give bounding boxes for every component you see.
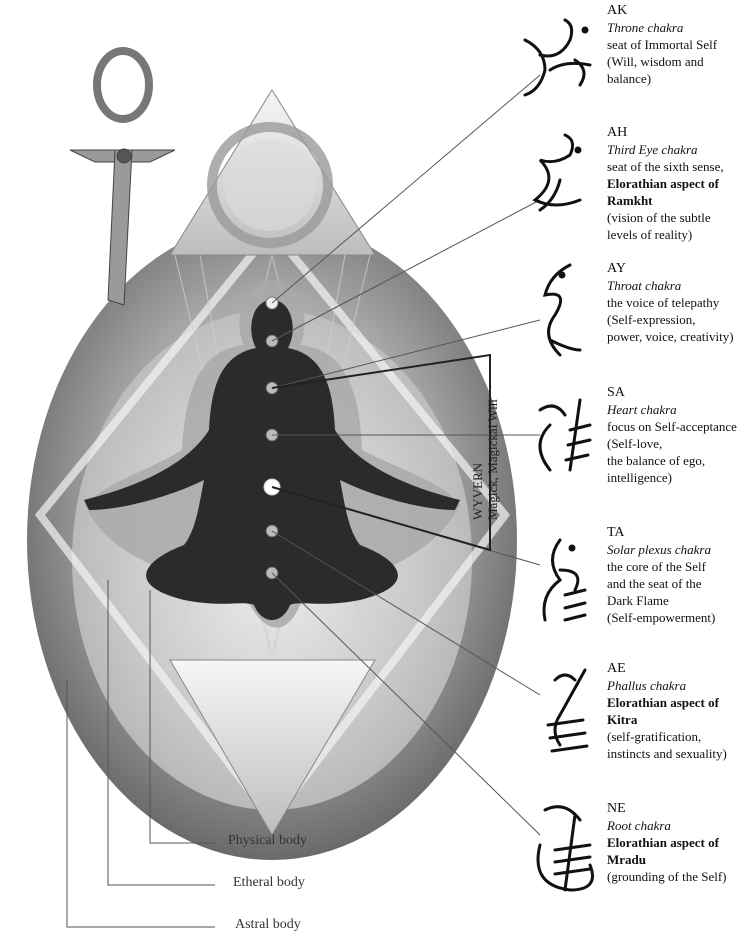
glyph-ak-icon bbox=[525, 20, 590, 95]
chakra-code: AH bbox=[607, 124, 750, 141]
chakra-ay: AY Throat chakra the voice of telepathy … bbox=[607, 260, 750, 345]
chakra-ae: AE Phallus chakra Elorathian aspect of K… bbox=[607, 660, 750, 762]
chakra-code: AE bbox=[607, 660, 750, 677]
chakra-desc: power, voice, creativity) bbox=[607, 328, 750, 345]
chakra-aspect: Elorathian aspect of bbox=[607, 175, 750, 192]
chakra-aspect: Mradu bbox=[607, 851, 750, 868]
chakra-name: Solar plexus chakra bbox=[607, 541, 750, 558]
chakra-desc: intelligence) bbox=[607, 469, 750, 486]
glyph-ta-icon bbox=[544, 540, 585, 620]
chakra-sa: SA Heart chakra focus on Self-acceptance… bbox=[607, 384, 750, 486]
chakra-desc: (vision of the subtle bbox=[607, 209, 750, 226]
chakra-code: SA bbox=[607, 384, 750, 401]
chakra-desc: Dark Flame bbox=[607, 592, 750, 609]
chakra-desc: (Self-empowerment) bbox=[607, 609, 750, 626]
etheral-body-label: Etheral body bbox=[233, 875, 305, 891]
chakra-ah: AH Third Eye chakra seat of the sixth se… bbox=[607, 124, 750, 243]
chakra-desc: (Self-expression, bbox=[607, 311, 750, 328]
glyph-ne-icon bbox=[538, 807, 593, 890]
chakra-desc: (grounding of the Self) bbox=[607, 868, 750, 885]
wyvern-subtitle: Magick, Magickal Will bbox=[485, 399, 500, 520]
astral-body-label: Astral body bbox=[235, 917, 301, 933]
chakra-code: TA bbox=[607, 524, 750, 541]
chakra-desc: instincts and sexuality) bbox=[607, 745, 750, 762]
chakra-desc: and the seat of the bbox=[607, 575, 750, 592]
chakra-aspect: Elorathian aspect of bbox=[607, 834, 750, 851]
chakra-desc: (Will, wisdom and bbox=[607, 53, 750, 70]
wyvern-title: WYVERN bbox=[470, 399, 485, 520]
chakra-aspect: Kitra bbox=[607, 711, 750, 728]
chakra-code: NE bbox=[607, 800, 750, 817]
chakra-desc: (Self-love, bbox=[607, 435, 750, 452]
chakra-desc: (self-gratification, bbox=[607, 728, 750, 745]
chakra-ta: TA Solar plexus chakra the core of the S… bbox=[607, 524, 750, 626]
chakra-aspect: Ramkht bbox=[607, 192, 750, 209]
glyph-ah-icon bbox=[535, 135, 580, 210]
chakra-desc: levels of reality) bbox=[607, 226, 750, 243]
glyph-ay-icon bbox=[545, 265, 580, 355]
chakra-name: Throat chakra bbox=[607, 277, 750, 294]
chakra-code: AY bbox=[607, 260, 750, 277]
chakra-desc: seat of the sixth sense, bbox=[607, 158, 750, 175]
chakra-desc: the balance of ego, bbox=[607, 452, 750, 469]
glyph-sa-icon bbox=[540, 400, 590, 470]
chakra-desc: seat of Immortal Self bbox=[607, 36, 750, 53]
chakra-name: Throne chakra bbox=[607, 19, 750, 36]
chakra-ne: NE Root chakra Elorathian aspect of Mrad… bbox=[607, 800, 750, 885]
chakra-desc: focus on Self-acceptance bbox=[607, 418, 750, 435]
chakra-desc: balance) bbox=[607, 70, 750, 87]
physical-body-label: Physical body bbox=[228, 833, 307, 849]
glyph-ae-icon bbox=[548, 670, 587, 751]
chakra-name: Third Eye chakra bbox=[607, 141, 750, 158]
chakra-name: Root chakra bbox=[607, 817, 750, 834]
chakra-aspect: Elorathian aspect of bbox=[607, 694, 750, 711]
chakra-name: Heart chakra bbox=[607, 401, 750, 418]
chakra-code: AK bbox=[607, 2, 750, 19]
chakra-desc: the core of the Self bbox=[607, 558, 750, 575]
glyphs bbox=[525, 20, 593, 890]
chakra-name: Phallus chakra bbox=[607, 677, 750, 694]
chakra-ak: AK Throne chakra seat of Immortal Self (… bbox=[607, 2, 750, 87]
chakra-desc: the voice of telepathy bbox=[607, 294, 750, 311]
wyvern-label: WYVERN Magick, Magickal Will bbox=[470, 399, 500, 520]
